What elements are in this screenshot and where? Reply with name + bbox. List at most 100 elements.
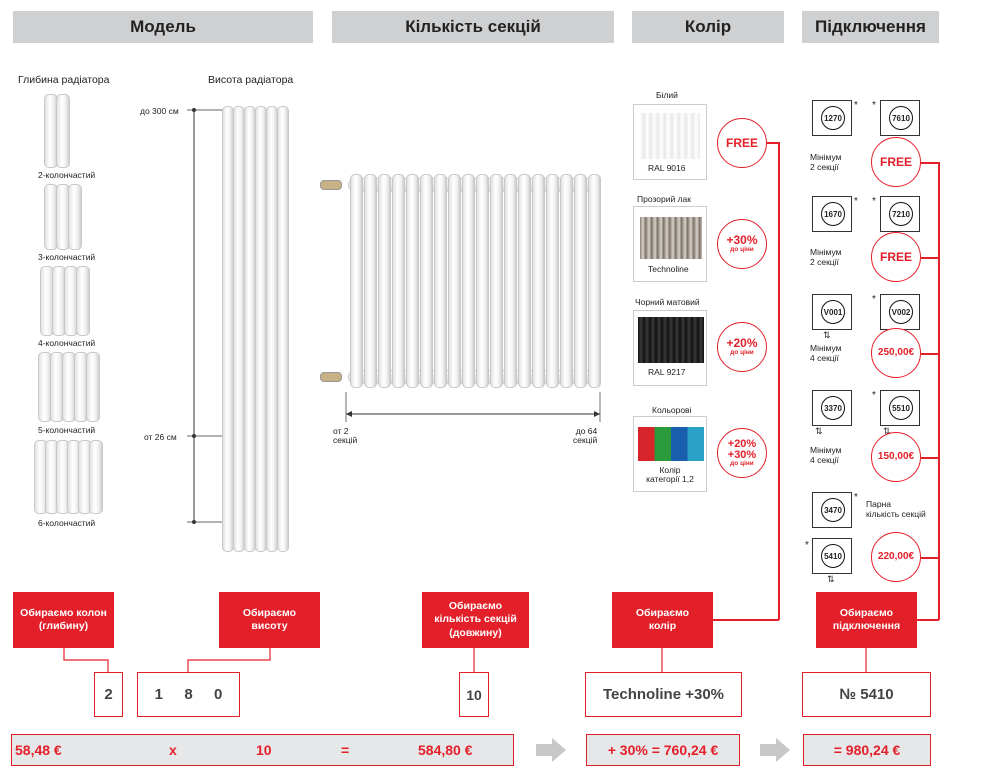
radiator-2col-image: [44, 94, 88, 168]
connection-diagram: 7210: [880, 196, 920, 232]
depth-label: 2-колончастий: [38, 170, 96, 180]
surcharge-colored: +20%+30%до ціни: [717, 428, 767, 478]
sections-dimension-line: [345, 392, 601, 422]
radiator-3col-image: [44, 184, 88, 250]
asterisk: *: [872, 390, 876, 401]
unit-price: 58,48 €: [15, 742, 62, 758]
connection-price: 220,00€: [871, 532, 921, 582]
subtotal: 584,80 €: [418, 742, 473, 758]
color-swatch-white: RAL 9016: [633, 104, 707, 180]
connection-connector-v: [938, 162, 940, 620]
height-dimension-line: [187, 108, 243, 524]
color-title: Чорний матовий: [635, 297, 700, 307]
radiator-5col-image: [38, 352, 102, 422]
color-total-bar: + 30% = 760,24 €: [586, 734, 740, 766]
selected-columns-value: 2: [94, 672, 123, 717]
connection-diagram: 1270: [812, 100, 852, 136]
step-color-button[interactable]: Обираємо колір: [612, 592, 713, 648]
selected-connection-value: № 5410: [802, 672, 931, 717]
connection-diagram: V002: [880, 294, 920, 330]
arrow-right-icon: [536, 738, 566, 762]
asterisk: *: [872, 196, 876, 207]
depth-label: 6-колончастий: [38, 518, 96, 528]
selected-sections-value: 10: [459, 672, 489, 717]
color-connector-h2: [702, 619, 779, 621]
connection-connector-h3: [921, 353, 939, 355]
asterisk: *: [805, 540, 809, 551]
selected-height-value: 1 8 0: [137, 672, 240, 717]
final-total: = 980,24 €: [833, 742, 901, 758]
step-sections-button[interactable]: Обираємо кількість секцій (довжину): [422, 592, 529, 648]
header-color: Колір: [632, 11, 784, 43]
header-connection: Підключення: [802, 11, 939, 43]
wide-radiator-image: [320, 172, 602, 390]
asterisk: *: [854, 100, 858, 111]
radiator-4col-image: [40, 266, 100, 336]
connection-diagram: 5410: [812, 538, 852, 574]
connection-price: 250,00€: [871, 328, 921, 378]
color-total: + 30% = 760,24 €: [607, 742, 719, 758]
header-sections: Кількість секцій: [332, 11, 614, 43]
height-max-label: до 300 см: [140, 106, 179, 116]
step-columns-button[interactable]: Обираємо колон (глибину): [13, 592, 114, 648]
connection-diagram: 3470: [812, 492, 852, 528]
step-connectors: [63, 648, 867, 674]
color-title: Прозорий лак: [637, 194, 691, 204]
asterisk: *: [872, 100, 876, 111]
connection-price: 150,00€: [871, 432, 921, 482]
depth-label: 3-колончастий: [38, 252, 96, 262]
depth-label: 4-колончастий: [38, 338, 96, 348]
connection-connector-h5: [921, 557, 939, 559]
connection-connector-h4: [921, 457, 939, 459]
color-title: Білий: [656, 90, 678, 100]
connection-connector-h6: [916, 619, 939, 621]
connection-price: FREE: [871, 137, 921, 187]
equals-sign: =: [341, 742, 350, 758]
connection-diagram: 1670: [812, 196, 852, 232]
step-height-button[interactable]: Обираємо висоту: [219, 592, 320, 648]
depth-title: Глибина радіатора: [18, 74, 110, 86]
connection-diagram: 3370: [812, 390, 852, 426]
asterisk: *: [854, 196, 858, 207]
color-connector-v: [778, 142, 780, 620]
height-min-label: от 26 см: [144, 432, 177, 442]
color-title: Кольорові: [652, 405, 692, 415]
radiator-6col-image: [34, 440, 104, 514]
base-price-bar: 58,48 € x 10 = 584,80 €: [11, 734, 514, 766]
final-total-bar: = 980,24 €: [803, 734, 931, 766]
surcharge-black: +20%до ціни: [717, 322, 767, 372]
height-digit: 1: [154, 686, 163, 703]
color-swatch-technoline: Technoline: [633, 206, 707, 282]
depth-label: 5-колончастий: [38, 425, 96, 435]
connection-price: FREE: [871, 232, 921, 282]
connection-diagram: 5510: [880, 390, 920, 426]
color-swatch-black: RAL 9217: [633, 310, 707, 386]
height-digit: 8: [184, 686, 193, 703]
surcharge-technoline: +30%до ціни: [717, 219, 767, 269]
height-digit: 0: [213, 686, 223, 703]
connection-connector-h2: [921, 257, 939, 259]
tall-radiator-image: [222, 106, 296, 552]
connection-diagram: V001: [812, 294, 852, 330]
connection-diagram: 7610: [880, 100, 920, 136]
asterisk: *: [854, 492, 858, 503]
height-title: Висота радіатора: [208, 74, 294, 86]
header-model: Модель: [13, 11, 313, 43]
step-connection-button[interactable]: Обираємо підключення: [816, 592, 917, 648]
quantity: 10: [256, 742, 272, 758]
asterisk: *: [872, 294, 876, 305]
multiply-sign: x: [169, 742, 177, 758]
connection-connector-h1: [921, 162, 939, 164]
selected-color-value: Technoline +30%: [585, 672, 742, 717]
color-connector-h1: [767, 142, 779, 144]
arrow-right-icon: [760, 738, 790, 762]
surcharge-white: FREE: [717, 118, 767, 168]
